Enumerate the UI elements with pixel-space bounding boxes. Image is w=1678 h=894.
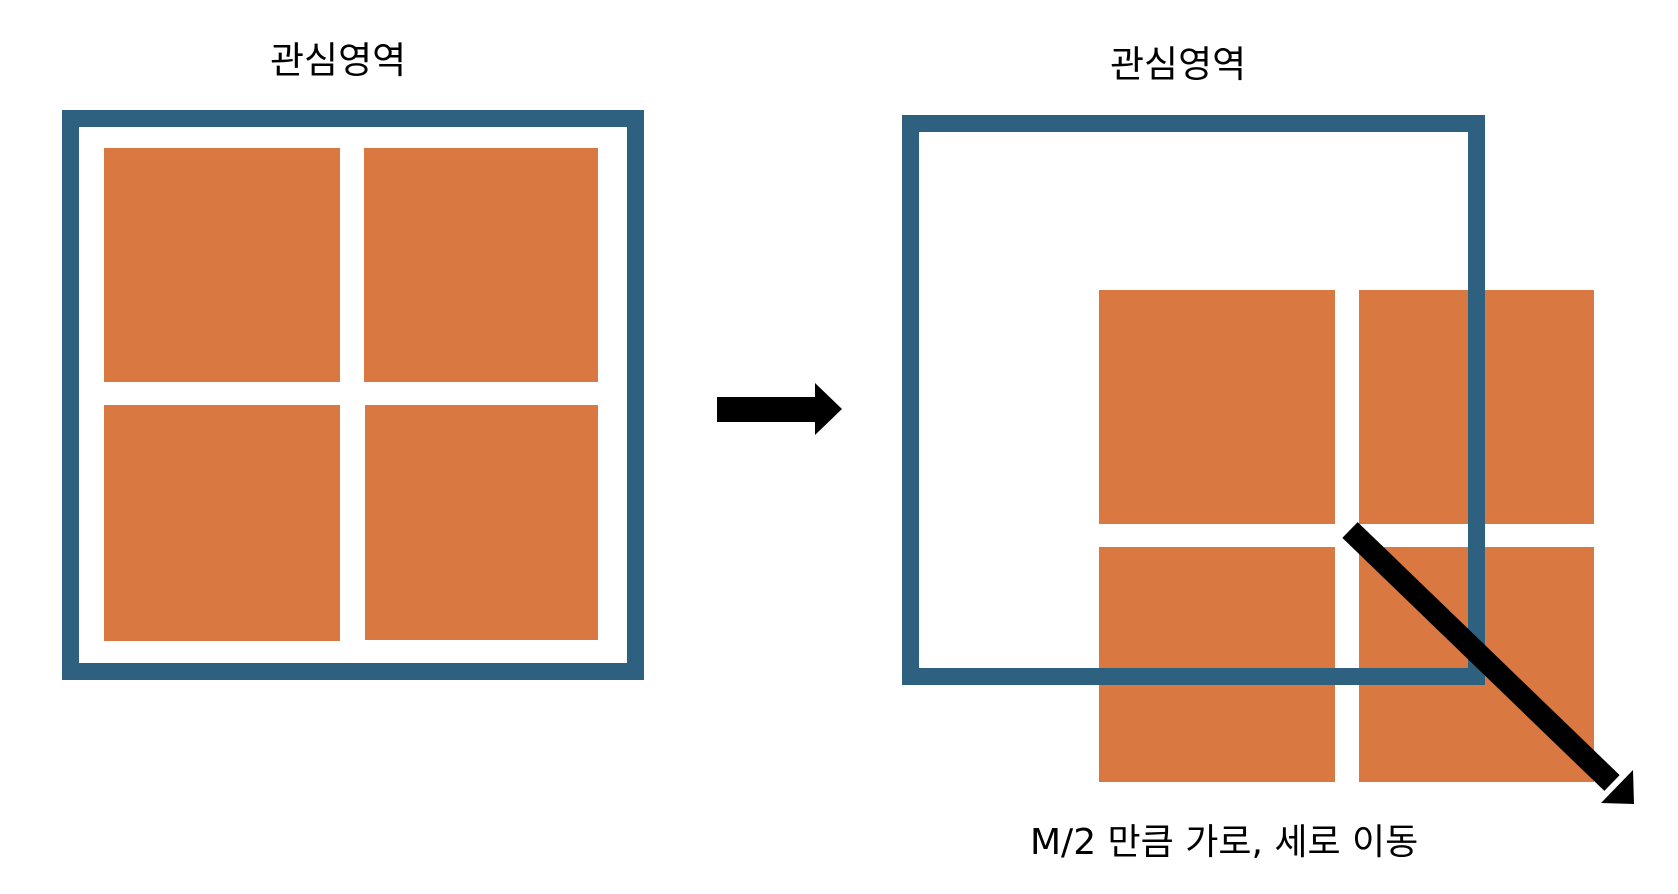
shift-caption: M/2 만큼 가로, 세로 이동 bbox=[1030, 822, 1419, 863]
block-left-bottom-right bbox=[365, 405, 598, 640]
roi-frame-left bbox=[62, 110, 644, 680]
roi-label-right: 관심영역 bbox=[1110, 43, 1247, 86]
block-left-top-left bbox=[104, 148, 340, 382]
roi-frame-right bbox=[902, 115, 1485, 685]
block-right-top-left bbox=[1099, 290, 1335, 524]
roi-label-left: 관심영역 bbox=[270, 39, 407, 82]
block-left-top-right bbox=[364, 148, 598, 382]
transition-arrow bbox=[717, 383, 842, 435]
block-right-bottom-left bbox=[1099, 547, 1335, 782]
block-left-bottom-left bbox=[104, 405, 340, 641]
diagonal-shift-arrow bbox=[1342, 522, 1634, 804]
